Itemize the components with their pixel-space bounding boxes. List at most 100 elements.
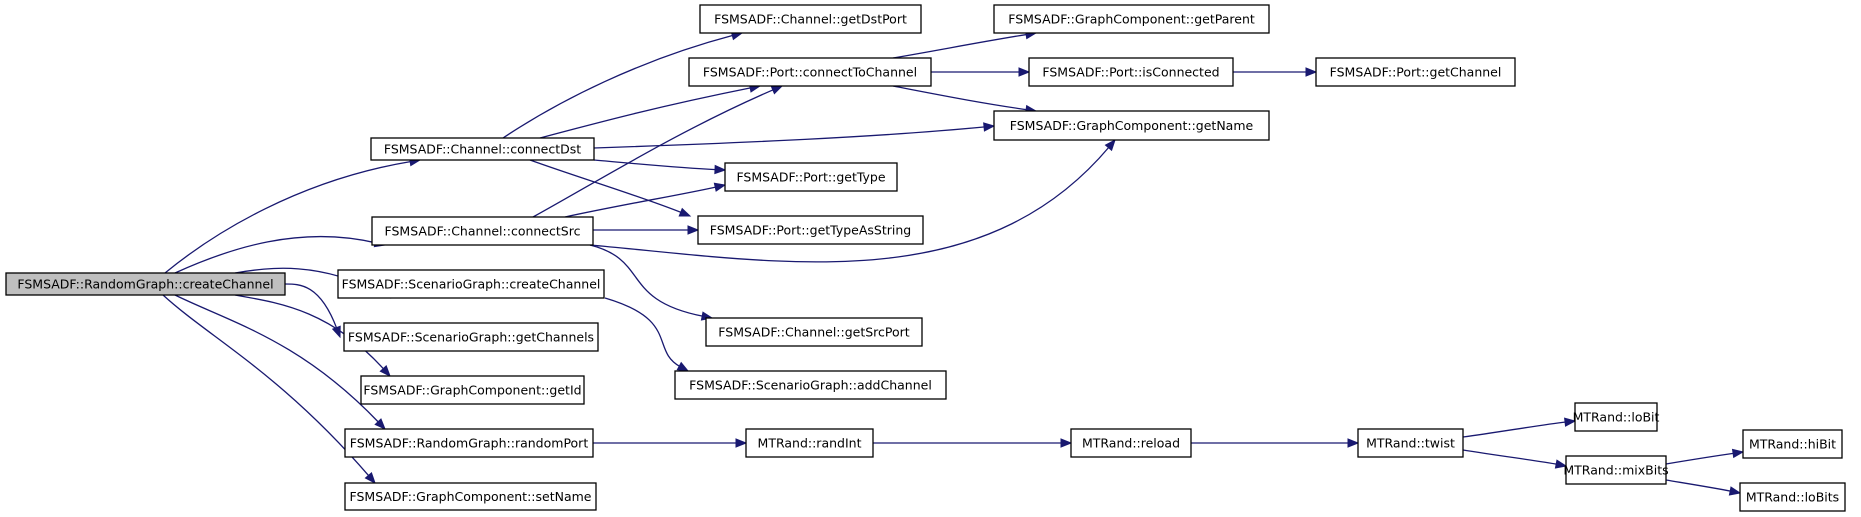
node-label[interactable]: MTRand::randInt [758, 436, 862, 451]
edge-connectSrc-to-getType [564, 182, 727, 218]
arrowhead-icon [678, 207, 692, 217]
node-label[interactable]: FSMSADF::Port::connectToChannel [703, 65, 917, 80]
node-box[interactable] [697, 215, 924, 245]
node-box[interactable] [344, 428, 594, 458]
node-label[interactable]: FSMSADF::Channel::connectDst [384, 142, 581, 157]
node-box[interactable] [674, 370, 947, 400]
edge-createChannelSG-to-addChannel [604, 297, 690, 372]
node-label[interactable]: FSMSADF::Port::getTypeAsString [710, 223, 911, 238]
node-label[interactable]: FSMSADF::ScenarioGraph::createChannel [342, 277, 601, 292]
node-label[interactable]: FSMSADF::Port::isConnected [1042, 65, 1219, 80]
node-label[interactable]: FSMSADF::ScenarioGraph::getChannels [348, 330, 594, 345]
nodes-layer: FSMSADF::RandomGraph::createChannelFSMSA… [5, 4, 1846, 512]
node-getChannel[interactable]: FSMSADF::Port::getChannel [1315, 57, 1516, 87]
node-label[interactable]: FSMSADF::GraphComponent::getName [1010, 118, 1254, 133]
node-connectDst[interactable]: FSMSADF::Channel::connectDst [370, 137, 595, 161]
edge-connectDst-to-getTypeAsString [529, 159, 692, 217]
node-box[interactable] [1739, 482, 1846, 512]
edge-line [174, 235, 377, 274]
node-getChannels[interactable]: FSMSADF::ScenarioGraph::getChannels [343, 322, 599, 352]
node-box[interactable] [1315, 57, 1516, 87]
arrowhead-icon [374, 418, 386, 430]
edge-line [164, 160, 412, 274]
node-label[interactable]: FSMSADF::GraphComponent::getParent [1008, 12, 1255, 27]
node-label[interactable]: FSMSADF::Channel::getDstPort [714, 12, 907, 27]
edge-line [589, 244, 704, 317]
node-getType[interactable]: FSMSADF::Port::getType [724, 162, 898, 192]
node-box[interactable] [1742, 429, 1843, 459]
node-label[interactable]: FSMSADF::RandomGraph::randomPort [350, 436, 589, 451]
node-getName[interactable]: FSMSADF::GraphComponent::getName [993, 110, 1270, 141]
edge-twist-to-loBit [1462, 417, 1577, 438]
node-loBit[interactable]: MTRand::loBit [1573, 402, 1660, 432]
node-box[interactable] [1574, 402, 1658, 432]
edge-reload-to-twist [1191, 438, 1360, 448]
node-label[interactable]: FSMSADF::GraphComponent::getId [363, 383, 581, 398]
node-box[interactable] [1565, 455, 1667, 485]
node-randInt[interactable]: MTRand::randInt [745, 428, 874, 458]
node-label[interactable]: MTRand::mixBits [1563, 463, 1668, 478]
arrowhead-icon [687, 225, 700, 235]
node-label[interactable]: MTRand::twist [1366, 436, 1455, 451]
node-getSrcPort[interactable]: FSMSADF::Channel::getSrcPort [705, 317, 923, 347]
node-createChannelSG[interactable]: FSMSADF::ScenarioGraph::createChannel [337, 269, 605, 299]
node-getParent[interactable]: FSMSADF::GraphComponent::getParent [993, 4, 1270, 34]
node-hiBit[interactable]: MTRand::hiBit [1742, 429, 1843, 459]
edge-createChannelRG-to-getChannels [284, 283, 341, 339]
edge-line [593, 126, 986, 149]
node-box[interactable] [699, 4, 922, 34]
node-box[interactable] [1028, 57, 1234, 87]
node-box[interactable] [370, 137, 595, 161]
node-getId[interactable]: FSMSADF::GraphComponent::getId [360, 375, 585, 405]
node-label[interactable]: FSMSADF::RandomGraph::createChannel [17, 277, 273, 292]
arrowhead-icon [1060, 438, 1073, 448]
node-label[interactable]: MTRand::loBits [1746, 490, 1839, 505]
node-label[interactable]: FSMSADF::Port::getType [736, 170, 885, 185]
node-getDstPort[interactable]: FSMSADF::Channel::getDstPort [699, 4, 922, 34]
node-box[interactable] [371, 216, 594, 246]
node-box[interactable] [993, 4, 1270, 34]
node-box[interactable] [993, 110, 1270, 141]
node-box[interactable] [705, 317, 923, 347]
node-createChannelRG[interactable]: FSMSADF::RandomGraph::createChannel [5, 272, 286, 296]
node-label[interactable]: FSMSADF::ScenarioGraph::addChannel [689, 378, 932, 393]
edge-line [162, 294, 370, 477]
node-randomPort[interactable]: FSMSADF::RandomGraph::randomPort [344, 428, 594, 458]
node-label[interactable]: MTRand::reload [1082, 436, 1180, 451]
edge-line [604, 297, 681, 368]
arrowhead-icon [1728, 486, 1742, 496]
edge-connectToChannel-to-getParent [892, 29, 1038, 59]
node-box[interactable] [745, 428, 874, 458]
node-label[interactable]: MTRand::hiBit [1749, 437, 1836, 452]
node-box[interactable] [724, 162, 898, 192]
node-box[interactable] [1357, 428, 1464, 458]
node-connectSrc[interactable]: FSMSADF::Channel::connectSrc [371, 216, 594, 246]
node-mixBits[interactable]: MTRand::mixBits [1563, 455, 1669, 485]
edge-createChannelRG-to-setName [162, 294, 376, 485]
node-getTypeAsString[interactable]: FSMSADF::Port::getTypeAsString [697, 215, 924, 245]
node-connectToChannel[interactable]: FSMSADF::Port::connectToChannel [688, 57, 932, 87]
node-isConnected[interactable]: FSMSADF::Port::isConnected [1028, 57, 1234, 87]
node-loBits[interactable]: MTRand::loBits [1739, 482, 1846, 512]
node-twist[interactable]: MTRand::twist [1357, 428, 1464, 458]
node-label[interactable]: FSMSADF::GraphComponent::setName [350, 489, 592, 504]
node-label[interactable]: FSMSADF::Port::getChannel [1330, 65, 1502, 80]
node-box[interactable] [360, 375, 585, 405]
node-setName[interactable]: FSMSADF::GraphComponent::setName [344, 482, 597, 511]
node-reload[interactable]: MTRand::reload [1070, 428, 1192, 458]
node-label[interactable]: MTRand::loBit [1573, 410, 1660, 425]
node-box[interactable] [343, 322, 599, 352]
node-label[interactable]: FSMSADF::Channel::connectSrc [385, 224, 581, 239]
edge-line [892, 85, 1028, 111]
arrowhead-icon [379, 365, 391, 377]
node-addChannel[interactable]: FSMSADF::ScenarioGraph::addChannel [674, 370, 947, 400]
node-box[interactable] [337, 269, 605, 299]
node-box[interactable] [1070, 428, 1192, 458]
node-box[interactable] [5, 272, 286, 296]
edge-connectToChannel-to-getName [892, 85, 1038, 115]
node-box[interactable] [688, 57, 932, 87]
node-box[interactable] [344, 482, 597, 511]
edges-layer [162, 29, 1745, 496]
node-label[interactable]: FSMSADF::Channel::getSrcPort [718, 325, 909, 340]
